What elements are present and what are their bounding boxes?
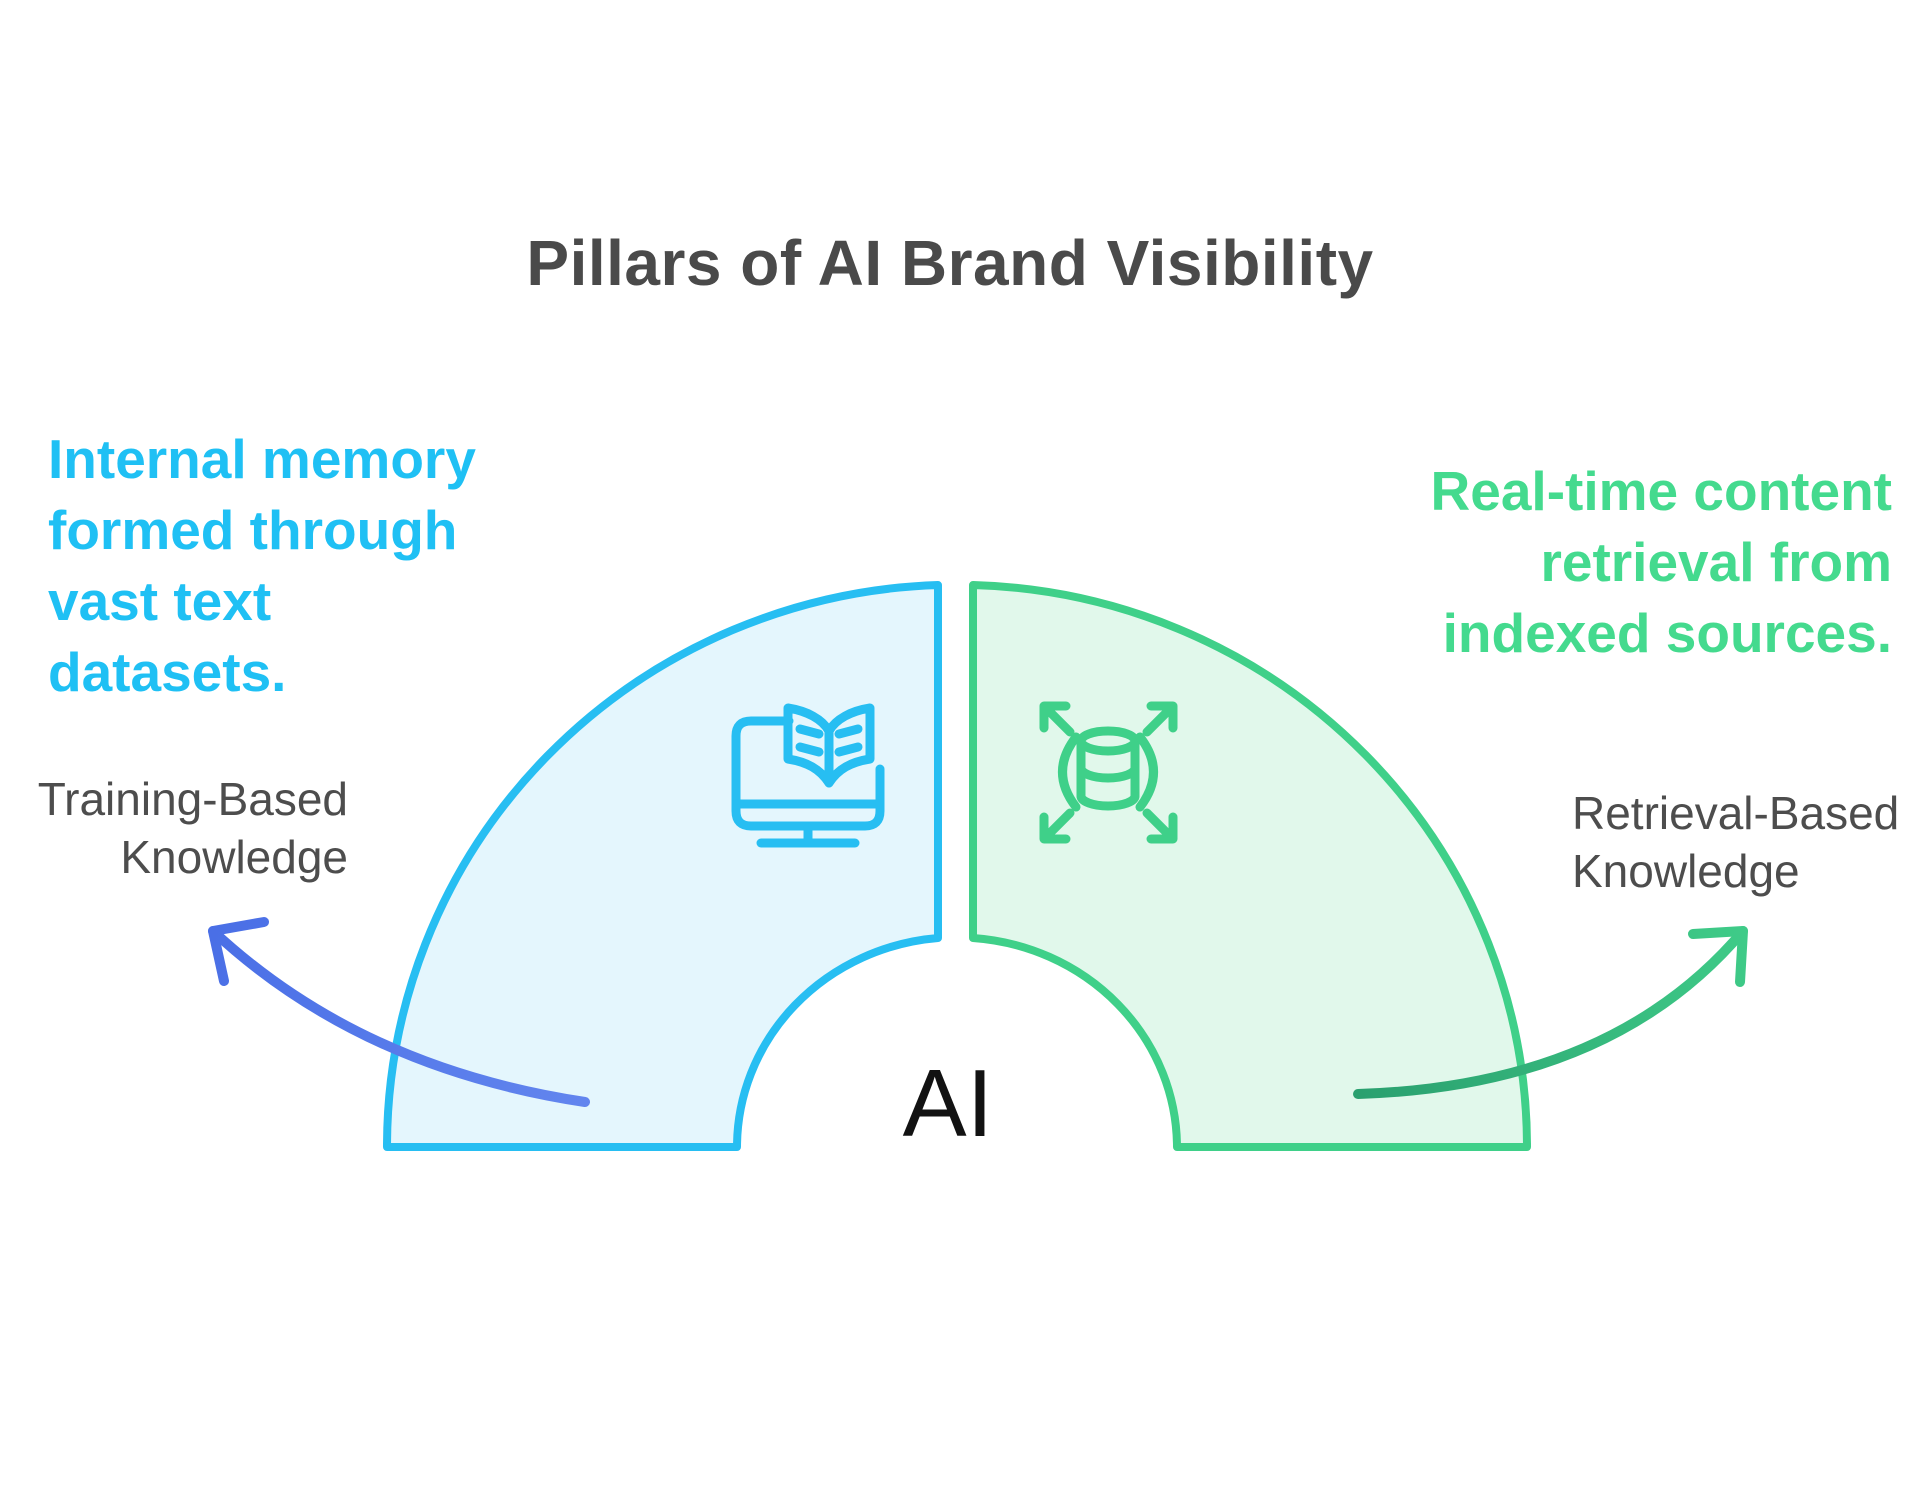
page-title: Pillars of AI Brand Visibility: [526, 227, 1374, 299]
training-description-line: datasets.: [48, 641, 287, 703]
retrieval-description: Real-time content retrieval from indexed…: [1431, 456, 1892, 669]
retrieval-knowledge-label-line: Retrieval-Based: [1572, 787, 1900, 839]
database-expand-icon: [1039, 701, 1178, 844]
training-knowledge-label: Training-Based Knowledge: [0, 770, 348, 886]
training-knowledge-label-line: Knowledge: [120, 831, 348, 883]
retrieval-arrow: [1353, 926, 1748, 1099]
ai-center-label: AI: [902, 1050, 994, 1157]
retrieval-knowledge-label: Retrieval-Based Knowledge: [1572, 784, 1899, 900]
training-arrow: [208, 917, 590, 1107]
retrieval-description-line: retrieval from: [1540, 531, 1892, 593]
training-description-line: vast text: [48, 570, 272, 632]
training-knowledge-label-line: Training-Based: [37, 773, 348, 825]
retrieval-knowledge-label-line: Knowledge: [1572, 845, 1800, 897]
retrieval-description-line: Real-time content: [1430, 460, 1892, 522]
training-description-line: Internal memory: [48, 428, 476, 490]
training-description: Internal memory formed through vast text…: [48, 424, 476, 708]
retrieval-arc: [969, 581, 1531, 1151]
training-arc: [383, 581, 942, 1151]
retrieval-description-line: indexed sources.: [1442, 602, 1892, 664]
monitor-open-book-icon: [731, 703, 885, 848]
training-description-line: formed through: [48, 499, 458, 561]
